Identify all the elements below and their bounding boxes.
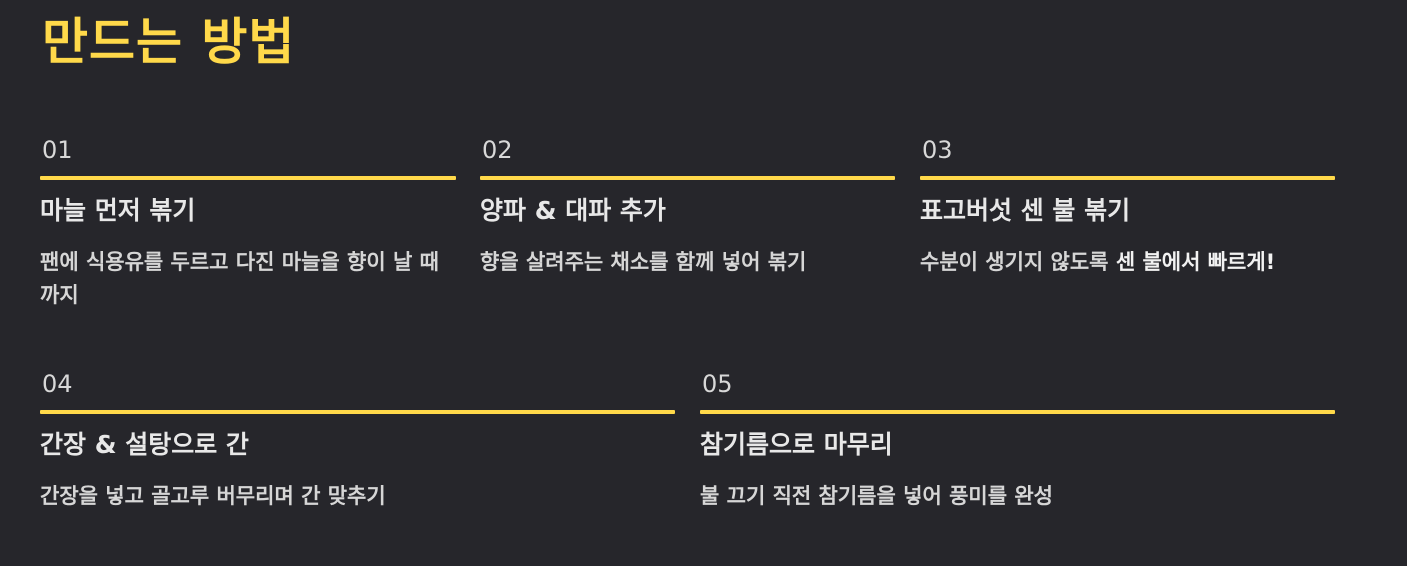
step-divider (40, 176, 456, 180)
step-description: 수분이 생기지 않도록 센 불에서 빠르게! (920, 246, 1335, 279)
step-description-emphasis: 센 불에서 빠르게! (1115, 250, 1276, 274)
step-title: 양파 & 대파 추가 (480, 196, 666, 225)
step-description: 팬에 식용유를 두르고 다진 마늘을 향이 날 때까지 (40, 250, 439, 307)
step-title: 간장 & 설탕으로 간 (40, 430, 249, 459)
step-card-3: 03 표고버섯 센 불 볶기 수분이 생기지 않도록 센 불에서 빠르게! (920, 138, 1335, 279)
step-description-text: 수분이 생기지 않도록 (920, 250, 1116, 274)
step-divider (40, 410, 675, 414)
step-number: 01 (42, 136, 73, 164)
step-divider (480, 176, 895, 180)
step-number: 05 (702, 370, 733, 398)
step-divider (920, 176, 1335, 180)
step-title: 표고버섯 센 불 볶기 (920, 196, 1131, 225)
step-title: 참기름으로 마무리 (700, 430, 893, 459)
step-description: 향을 살려주는 채소를 함께 넣어 볶기 (480, 250, 807, 274)
step-title: 마늘 먼저 볶기 (40, 196, 196, 225)
page-title: 만드는 방법 (42, 13, 296, 71)
step-card-4: 04 간장 & 설탕으로 간 간장을 넣고 골고루 버무리며 간 맞추기 (40, 372, 675, 513)
step-card-2: 02 양파 & 대파 추가 향을 살려주는 채소를 함께 넣어 볶기 (480, 138, 895, 279)
step-card-1: 01 마늘 먼저 볶기 팬에 식용유를 두르고 다진 마늘을 향이 날 때까지 (40, 138, 456, 311)
step-number: 02 (482, 136, 513, 164)
step-divider (700, 410, 1335, 414)
step-number: 03 (922, 136, 953, 164)
step-description: 불 끄기 직전 참기름을 넣어 풍미를 완성 (700, 484, 1053, 508)
step-card-5: 05 참기름으로 마무리 불 끄기 직전 참기름을 넣어 풍미를 완성 (700, 372, 1335, 513)
step-description: 간장을 넣고 골고루 버무리며 간 맞추기 (40, 484, 386, 508)
step-number: 04 (42, 370, 73, 398)
